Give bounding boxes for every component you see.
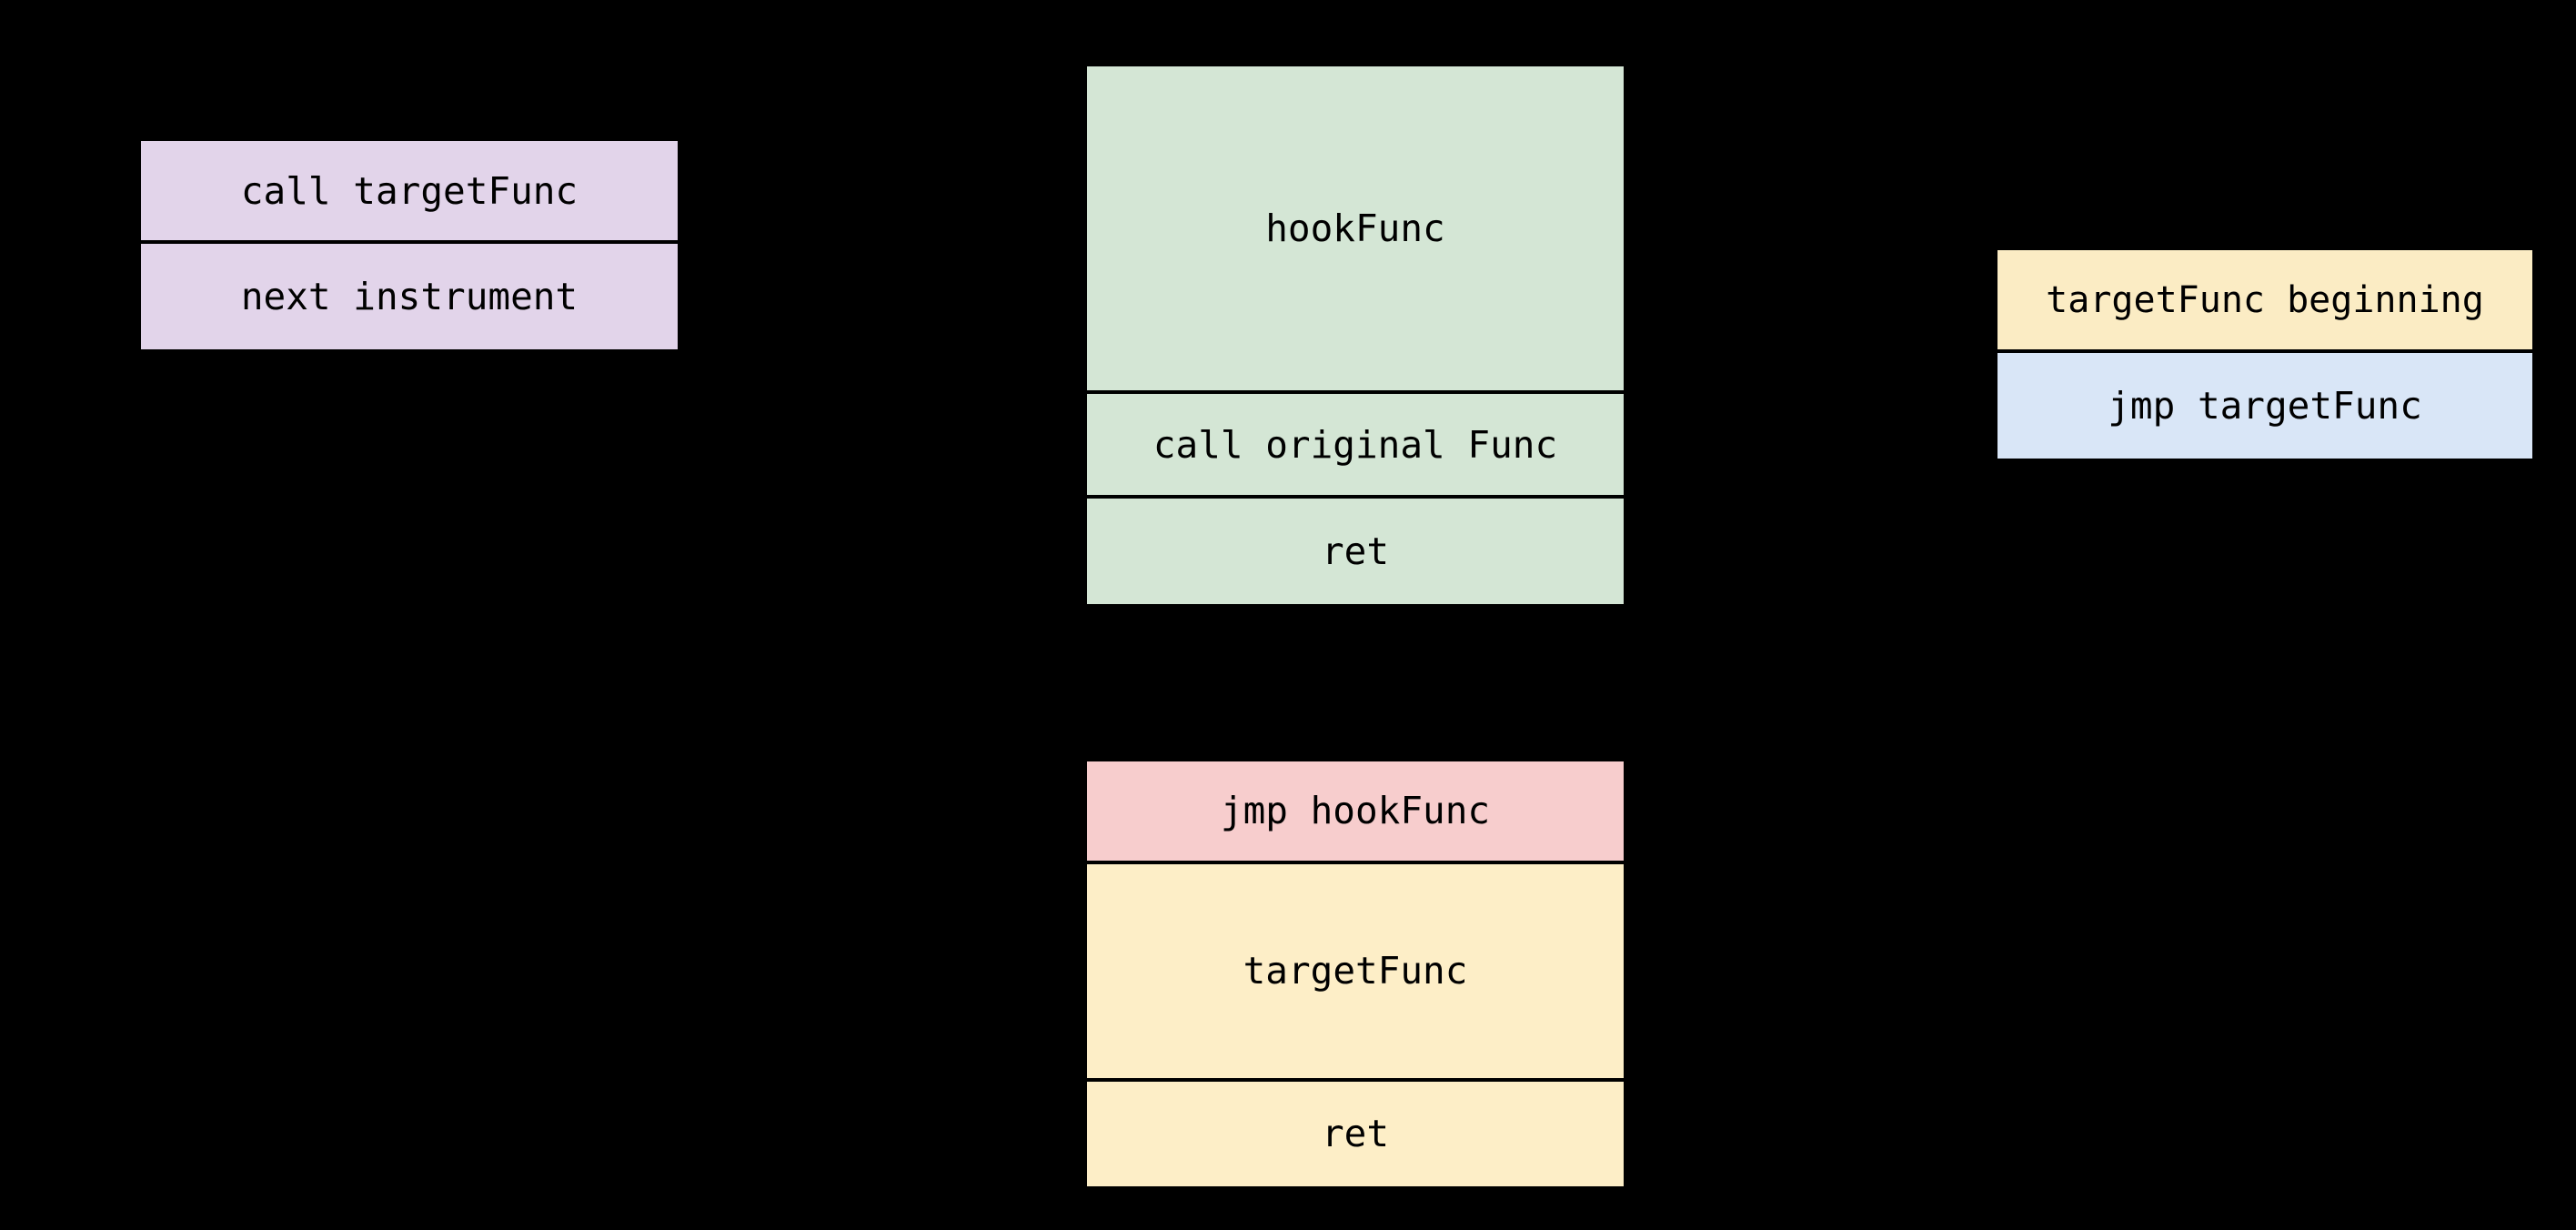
caller-row-next-instrument: next instrument [141, 240, 678, 349]
hook-row-ret: ret [1087, 495, 1624, 604]
target-function-block: jmp hookFunc targetFunc ret [1084, 759, 1626, 1189]
hook-function-block: hookFunc call original Func ret [1084, 64, 1626, 607]
trampoline-block: targetFunc beginning jmp targetFunc [1995, 247, 2535, 461]
hook-row-call-original-func: call original Func [1087, 390, 1624, 496]
caller-code-block: call targetFunc next instrument [138, 138, 680, 352]
target-row-jmp-hookfunc: jmp hookFunc [1087, 761, 1624, 861]
trampoline-row-targetfunc-beginning: targetFunc beginning [1997, 250, 2532, 350]
target-row-ret: ret [1087, 1077, 1624, 1186]
target-row-targetfunc: targetFunc [1087, 860, 1624, 1078]
caller-row-call-targetfunc: call targetFunc [141, 141, 678, 241]
hook-row-hookfunc: hookFunc [1087, 66, 1624, 391]
trampoline-row-jmp-targetfunc: jmp targetFunc [1997, 349, 2532, 459]
